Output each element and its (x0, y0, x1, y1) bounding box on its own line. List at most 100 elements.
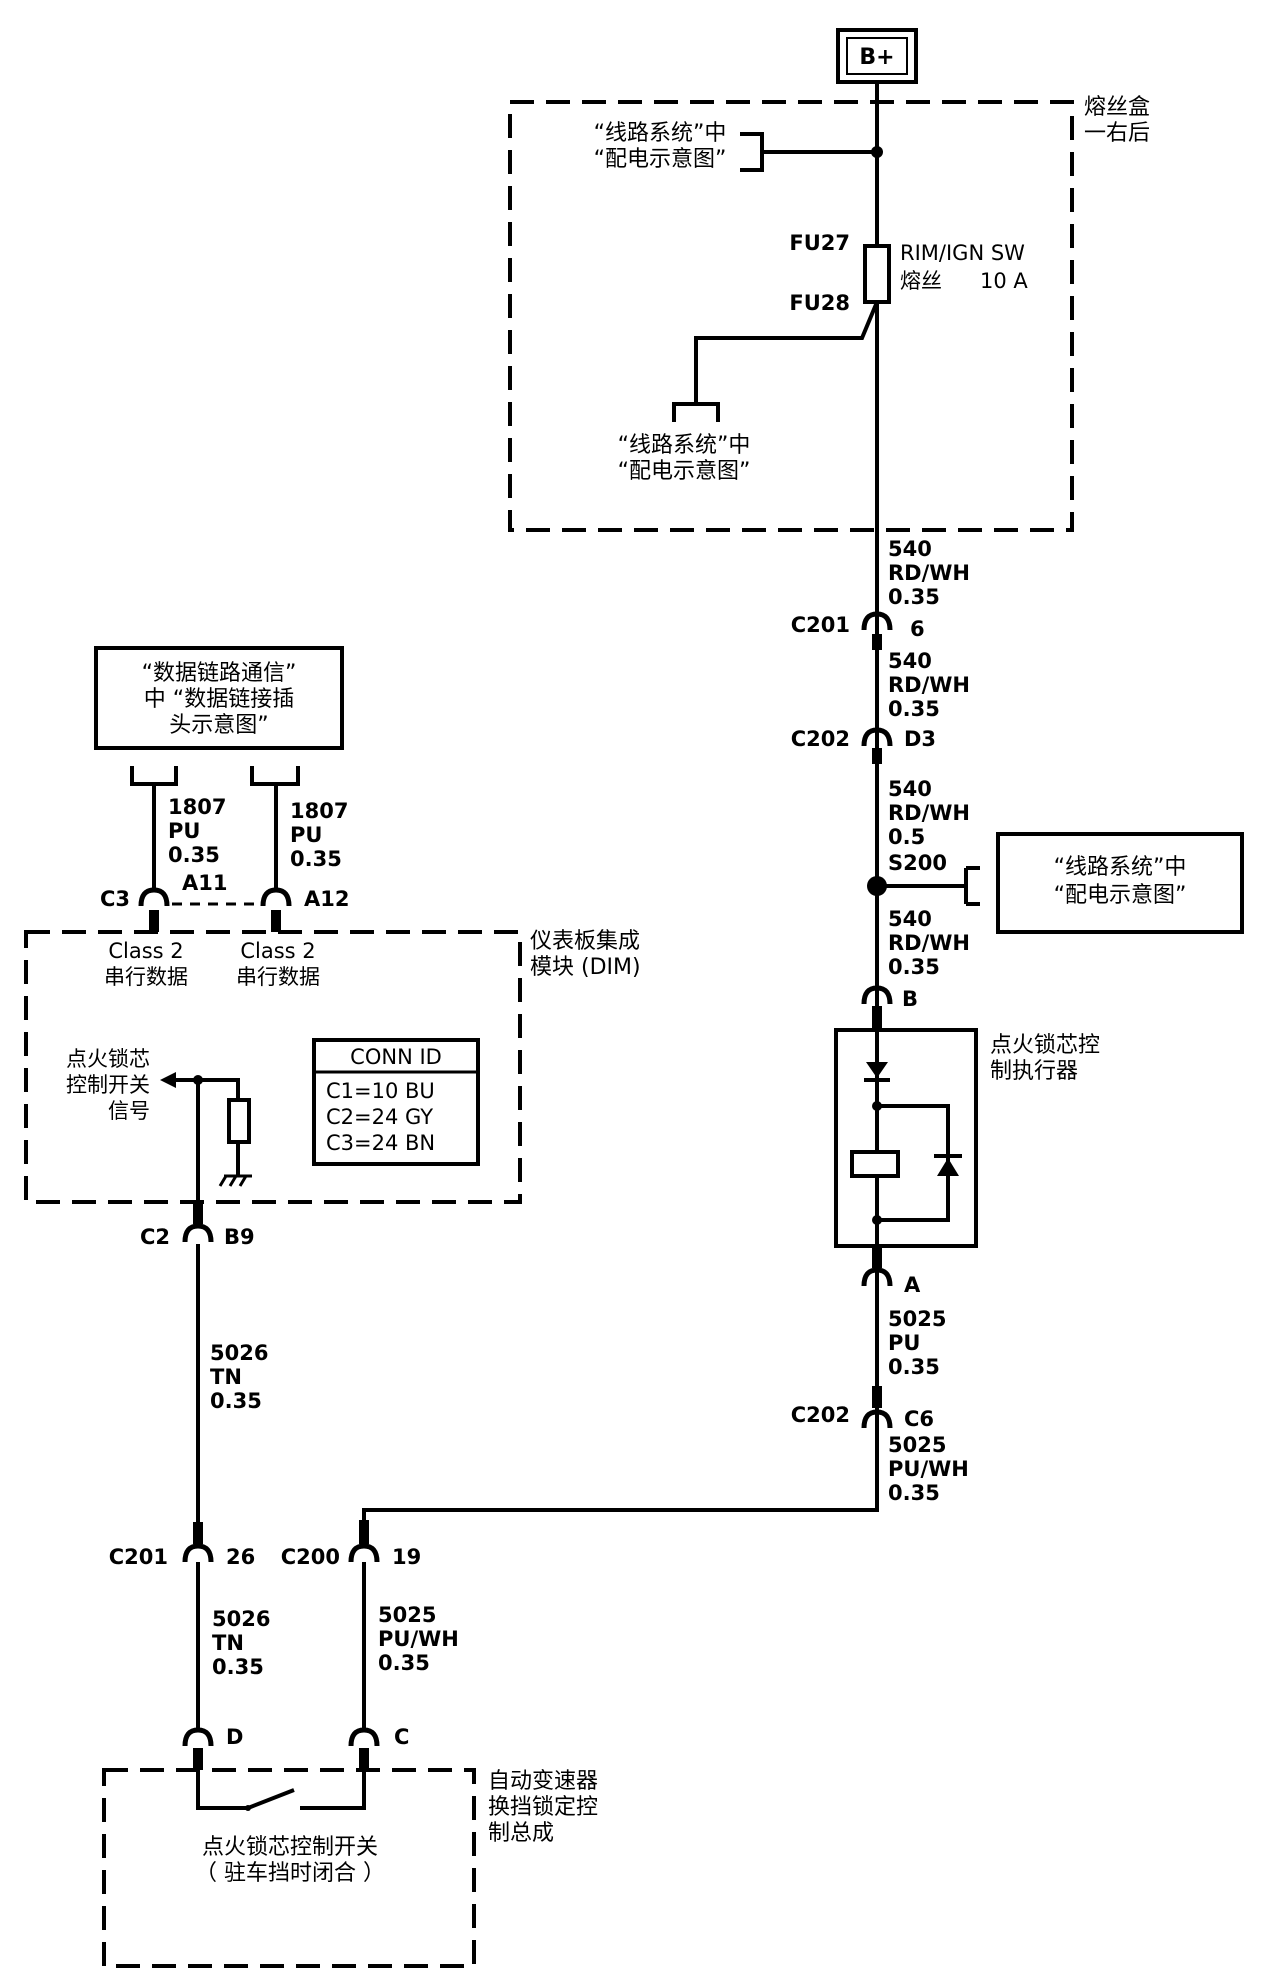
connector-c200: C200 19 (281, 1520, 421, 1569)
svg-text:“线路系统”中: “线路系统”中 (1054, 855, 1187, 880)
svg-text:A: A (904, 1273, 921, 1297)
splice-reference-text: “线路系统”中 “配电示意图” (1054, 855, 1187, 908)
connector-c202-bottom: C202 C6 (791, 1386, 934, 1431)
class2-right-label: Class 2 串行数据 (236, 939, 320, 989)
svg-text:“线路系统”中: “线路系统”中 (594, 121, 727, 146)
svg-text:TN: TN (212, 1631, 244, 1655)
wire-label-5026-1: 5026 TN 0.35 (210, 1341, 268, 1413)
actuator-box (834, 1028, 978, 1248)
svg-text:“线路系统”中: “线路系统”中 (618, 433, 751, 458)
splice-label: S200 (888, 851, 947, 875)
svg-text:0.35: 0.35 (888, 1355, 940, 1379)
ground-icon (218, 1174, 252, 1187)
svg-text:（ 驻车挡时闭合 ）: （ 驻车挡时闭合 ） (195, 1861, 385, 1886)
fuse-box-outline (508, 100, 1074, 532)
svg-text:仪表板集成: 仪表板集成 (530, 929, 640, 954)
svg-text:Class 2: Class 2 (108, 939, 183, 963)
svg-text:信号: 信号 (108, 1099, 150, 1123)
svg-text:B: B (902, 987, 918, 1011)
distribution-reference-top: “线路系统”中 “配电示意图” (594, 121, 727, 172)
suppression-diode-icon (937, 1158, 959, 1176)
conn-id-row: C2=24 GY (326, 1105, 433, 1129)
dlc-bracket-right (250, 766, 300, 786)
conn-id-row: C1=10 BU (326, 1079, 435, 1103)
wire-label-540-4: 540 RD/WH 0.35 (888, 907, 970, 979)
power-label: B+ (859, 45, 894, 70)
svg-text:控制开关: 控制开关 (66, 1073, 150, 1097)
fuse-icon (863, 244, 891, 304)
fuse-rating: 10 A (980, 269, 1028, 293)
solenoid-coil-icon (850, 1150, 900, 1178)
svg-text:C2: C2 (140, 1225, 170, 1249)
wire-5025-crossover (362, 1500, 879, 1540)
svg-text:C: C (394, 1725, 409, 1749)
fuse-kind: 熔丝 (900, 269, 942, 293)
svg-text:19: 19 (392, 1545, 421, 1569)
svg-text:C201: C201 (791, 613, 850, 637)
svg-text:B9: B9 (224, 1225, 255, 1249)
svg-text:C6: C6 (904, 1407, 934, 1431)
svg-text:D3: D3 (904, 727, 936, 751)
fuse-id-fu28: FU28 (789, 291, 850, 315)
conn-id-title: CONN ID (350, 1045, 442, 1069)
svg-text:C202: C202 (791, 1403, 850, 1427)
svg-text:1807: 1807 (168, 795, 226, 819)
wire-splice-ref (877, 866, 980, 906)
fuse-name: RIM/IGN SW (900, 241, 1025, 265)
svg-text:制总成: 制总成 (488, 1821, 554, 1846)
svg-text:C201: C201 (109, 1545, 168, 1569)
svg-text:0.35: 0.35 (888, 955, 940, 979)
svg-text:0.5: 0.5 (888, 825, 925, 849)
svg-text:RD/WH: RD/WH (888, 561, 970, 585)
svg-text:C202: C202 (791, 727, 850, 751)
svg-text:0.35: 0.35 (888, 585, 940, 609)
svg-text:5026: 5026 (212, 1607, 270, 1631)
svg-text:中 “数据链接插: 中 “数据链接插 (144, 687, 294, 712)
splice-reference-box (996, 832, 1244, 934)
svg-text:PU: PU (888, 1331, 920, 1355)
svg-text:点火锁芯: 点火锁芯 (66, 1047, 150, 1071)
switch-signal-label: 点火锁芯 控制开关 信号 (66, 1047, 150, 1123)
dlc-reference-box (94, 646, 344, 750)
svg-text:0.35: 0.35 (212, 1655, 264, 1679)
svg-text:模块 (DIM): 模块 (DIM) (530, 955, 641, 980)
switch-label: 点火锁芯控制开关 （ 驻车挡时闭合 ） (195, 1835, 385, 1886)
svg-text:PU/WH: PU/WH (888, 1457, 969, 1481)
ref-bracket-top (740, 132, 764, 172)
park-lock-switch-icon (196, 1770, 366, 1811)
svg-text:A12: A12 (304, 887, 349, 911)
svg-text:“配电示意图”: “配电示意图” (618, 459, 751, 484)
conn-id-row: C3=24 BN (326, 1131, 435, 1155)
svg-text:0.35: 0.35 (210, 1389, 262, 1413)
svg-text:A11: A11 (182, 871, 227, 895)
connector-c3: C3 A11 A12 (100, 871, 349, 932)
fuse-box-label: 熔丝盒 (1084, 95, 1150, 120)
wire-label-5025-1: 5025 PU 0.35 (888, 1307, 946, 1379)
wire-label-1807-right: 1807 PU 0.35 (290, 799, 348, 871)
wire-label-1807-left: 1807 PU 0.35 (168, 795, 226, 867)
ref-bracket-bottom (672, 402, 720, 422)
svg-text:C200: C200 (281, 1545, 340, 1569)
transmission-shift-lock-outline (102, 1768, 476, 1968)
connector-c201-right: C201 6 (791, 611, 925, 650)
svg-text:PU/WH: PU/WH (378, 1627, 459, 1651)
svg-text:C3: C3 (100, 887, 130, 911)
svg-text:RD/WH: RD/WH (888, 673, 970, 697)
svg-text:26: 26 (226, 1545, 255, 1569)
battery-positive-terminal: B+ (836, 28, 918, 84)
dlc-bracket-left (130, 766, 178, 786)
svg-text:Class 2: Class 2 (240, 939, 315, 963)
wire-pullup (176, 1078, 240, 1100)
connector-c201-left: C201 26 (109, 1522, 255, 1569)
svg-text:540: 540 (888, 649, 932, 673)
actuator-pin-a: A (861, 1246, 921, 1297)
class2-left-label: Class 2 串行数据 (104, 939, 188, 989)
wire-label-5025-3: 5025 PU/WH 0.35 (378, 1603, 459, 1675)
svg-text:“配电示意图”: “配电示意图” (1054, 883, 1187, 908)
svg-text:0.35: 0.35 (378, 1651, 430, 1675)
svg-text:自动变速器: 自动变速器 (488, 1769, 598, 1794)
svg-text:RD/WH: RD/WH (888, 801, 970, 825)
svg-text:0.35: 0.35 (168, 843, 220, 867)
